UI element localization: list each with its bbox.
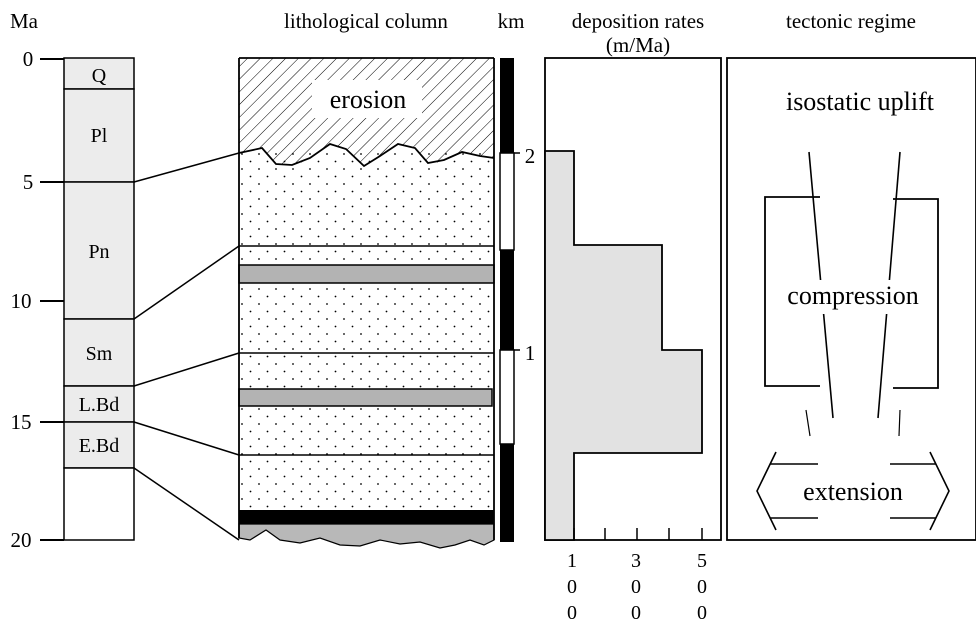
gray-layer xyxy=(238,264,495,284)
stage-sm xyxy=(63,318,135,387)
tectonic-regime-panel: isostatic uplift compression extension xyxy=(726,57,976,541)
isostatic-uplift-label: isostatic uplift xyxy=(786,87,935,116)
lithological-column: erosion xyxy=(238,57,495,549)
deposition-rate-profile xyxy=(544,150,703,541)
ma-tick-label: 10 xyxy=(11,289,32,313)
deposition-rates-header: deposition rates xyxy=(572,9,704,33)
extension-arrow-right xyxy=(929,451,950,531)
ma-tick-label: 0 xyxy=(23,47,34,71)
stage-label: L.Bd xyxy=(79,394,120,416)
km-header: km xyxy=(498,9,525,33)
tectonic-regime-header: tectonic regime xyxy=(786,9,916,33)
gray-layer xyxy=(238,388,493,407)
ma-axis-header: Ma xyxy=(10,9,39,33)
stage-e-bd xyxy=(63,421,135,469)
stage-l-bd xyxy=(63,385,135,423)
compression-label: compression xyxy=(787,281,918,310)
km-tick-label: 1 xyxy=(525,341,536,365)
deposition-rates-unit: (m/Ma) xyxy=(606,33,670,57)
stage-column: Q Pl Pn Sm L.Bd E.Bd xyxy=(63,57,135,541)
stage-pn xyxy=(63,181,135,320)
compression-left-block xyxy=(764,196,820,387)
erosion-surface-line xyxy=(238,143,495,168)
basement-layer xyxy=(238,523,495,549)
black-layer xyxy=(239,510,494,524)
erosion-label: erosion xyxy=(330,85,407,114)
km-tick-label: 2 xyxy=(525,144,536,168)
ma-tick-label: 15 xyxy=(11,410,32,434)
lithological-column-header: lithological column xyxy=(284,9,448,33)
km-scale-bar: 2 1 xyxy=(499,58,536,542)
stage-q xyxy=(63,57,135,90)
sand-fill xyxy=(239,150,494,520)
stage-label: Q xyxy=(92,65,107,87)
stage-label: Pn xyxy=(88,241,109,263)
stage-label: E.Bd xyxy=(79,435,120,457)
extension-label: extension xyxy=(803,477,903,506)
stage-label: Sm xyxy=(86,343,113,365)
ma-axis: 0 5 10 15 20 xyxy=(11,47,64,552)
correlation-lines xyxy=(133,152,240,541)
ma-tick-label: 5 xyxy=(23,170,34,194)
erosion-label-bg xyxy=(312,80,422,118)
stage-unlabeled xyxy=(63,467,135,541)
extension-arrow-left xyxy=(756,451,777,531)
compression-right-block xyxy=(893,198,939,389)
stage-label: Pl xyxy=(91,125,108,147)
ma-tick-label: 20 xyxy=(11,528,32,552)
